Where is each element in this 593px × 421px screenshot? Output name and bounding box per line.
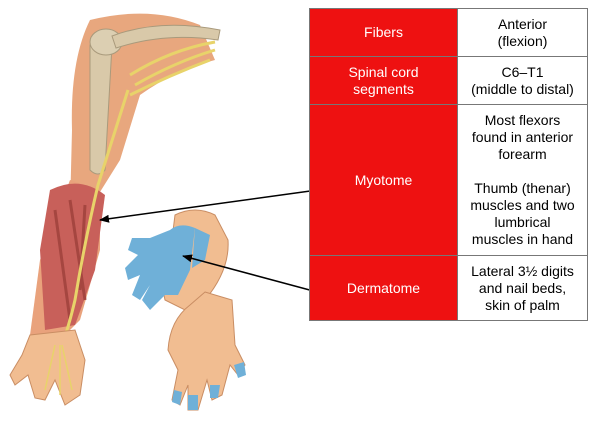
median-nerve-table: Fibers Anterior (flexion) Spinal cord se… bbox=[309, 8, 588, 321]
arm-hand bbox=[9, 329, 86, 406]
table-row: Fibers Anterior (flexion) bbox=[309, 8, 588, 57]
table-row: Dermatome Lateral 3½ digits and nail bed… bbox=[309, 255, 588, 321]
palm-hand-illustration bbox=[125, 209, 229, 311]
myotome-arrow bbox=[99, 187, 333, 223]
label-dermatome: Dermatome bbox=[309, 255, 458, 321]
dorsal-hand-skin bbox=[167, 291, 246, 411]
value-dermatome: Lateral 3½ digits and nail beds, skin of… bbox=[457, 255, 588, 321]
arm-illustration bbox=[9, 13, 221, 406]
dorsal-fingertip-1 bbox=[188, 395, 198, 410]
palm-dermatome-area bbox=[125, 225, 195, 310]
table-row: Spinal cord segments C6–T1 (middle to di… bbox=[309, 56, 588, 105]
brachial-plexus bbox=[129, 40, 216, 97]
dermatome-arrow bbox=[182, 254, 333, 297]
forearm-muscle-stripes bbox=[53, 199, 87, 321]
dorsal-fingertip-4 bbox=[234, 362, 246, 378]
dorsal-fingertip-2 bbox=[172, 390, 182, 405]
label-spinal-cord-segments: Spinal cord segments bbox=[309, 56, 458, 105]
palm-thumb bbox=[192, 228, 210, 268]
median-nerve-path bbox=[58, 89, 130, 351]
clavicle-bone bbox=[111, 24, 221, 49]
dorsal-fingertip-3 bbox=[210, 385, 220, 398]
hand-nerves bbox=[44, 344, 73, 395]
label-myotome: Myotome bbox=[309, 104, 458, 256]
label-fibers: Fibers bbox=[309, 8, 458, 57]
dorsal-hand-illustration bbox=[167, 291, 246, 411]
value-fibers: Anterior (flexion) bbox=[457, 8, 588, 57]
value-myotome: Most flexors found in anterior forearm T… bbox=[457, 104, 588, 256]
table-row: Myotome Most flexors found in anterior f… bbox=[309, 104, 588, 256]
value-spinal-cord-segments: C6–T1 (middle to distal) bbox=[457, 56, 588, 105]
